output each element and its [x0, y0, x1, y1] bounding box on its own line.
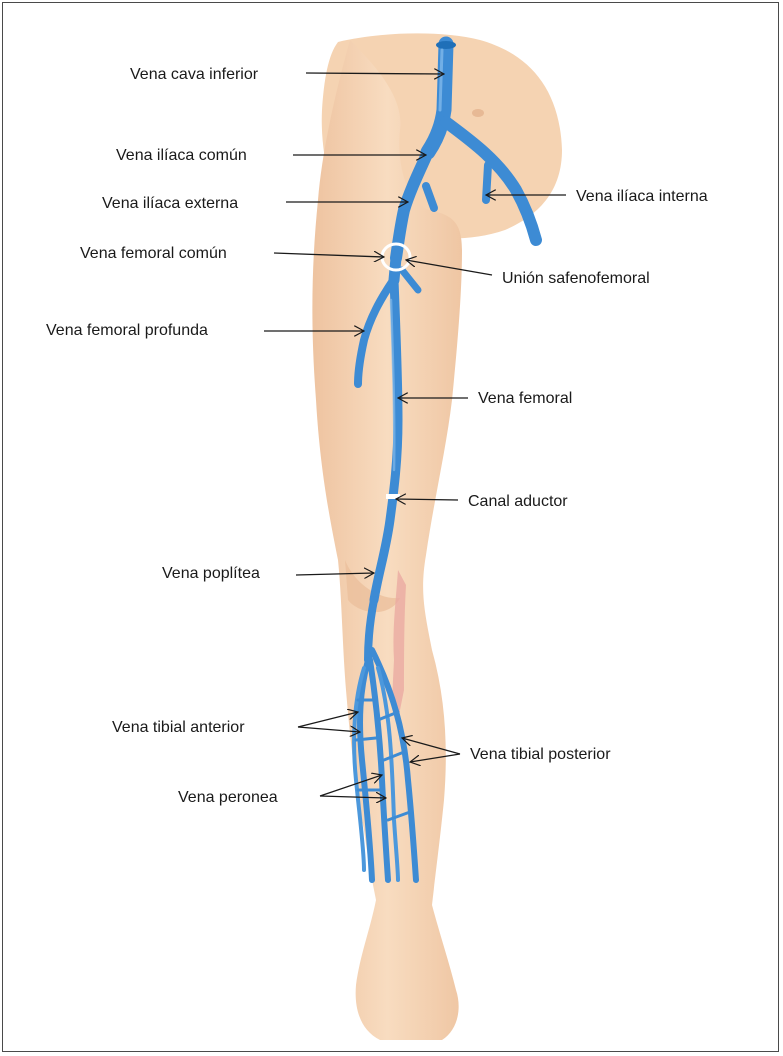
label-vena-peronea: Vena peronea	[178, 789, 278, 806]
vena-cava-opening	[436, 41, 456, 49]
label-vena-femoral-profunda: Vena femoral profunda	[46, 322, 208, 339]
label-vena-tibial-posterior: Vena tibial posterior	[470, 746, 611, 763]
label-canal-aductor: Canal aductor	[468, 493, 568, 510]
label-vena-femoral-comun: Vena femoral común	[80, 245, 227, 262]
label-vena-iliaca-comun: Vena ilíaca común	[116, 147, 247, 164]
label-vena-femoral: Vena femoral	[478, 390, 572, 407]
label-vena-iliaca-interna: Vena ilíaca interna	[576, 188, 708, 205]
leg-silhouette	[312, 33, 562, 1040]
adductor-canal-band	[386, 494, 400, 499]
label-vena-cava-inferior: Vena cava inferior	[130, 66, 259, 83]
label-vena-tibial-anterior: Vena tibial anterior	[112, 719, 245, 736]
label-union-safenofemoral: Unión safenofemoral	[502, 270, 650, 287]
navel	[472, 109, 484, 117]
label-vena-poplitea: Vena poplítea	[162, 565, 260, 582]
label-vena-iliaca-externa: Vena ilíaca externa	[102, 195, 238, 212]
